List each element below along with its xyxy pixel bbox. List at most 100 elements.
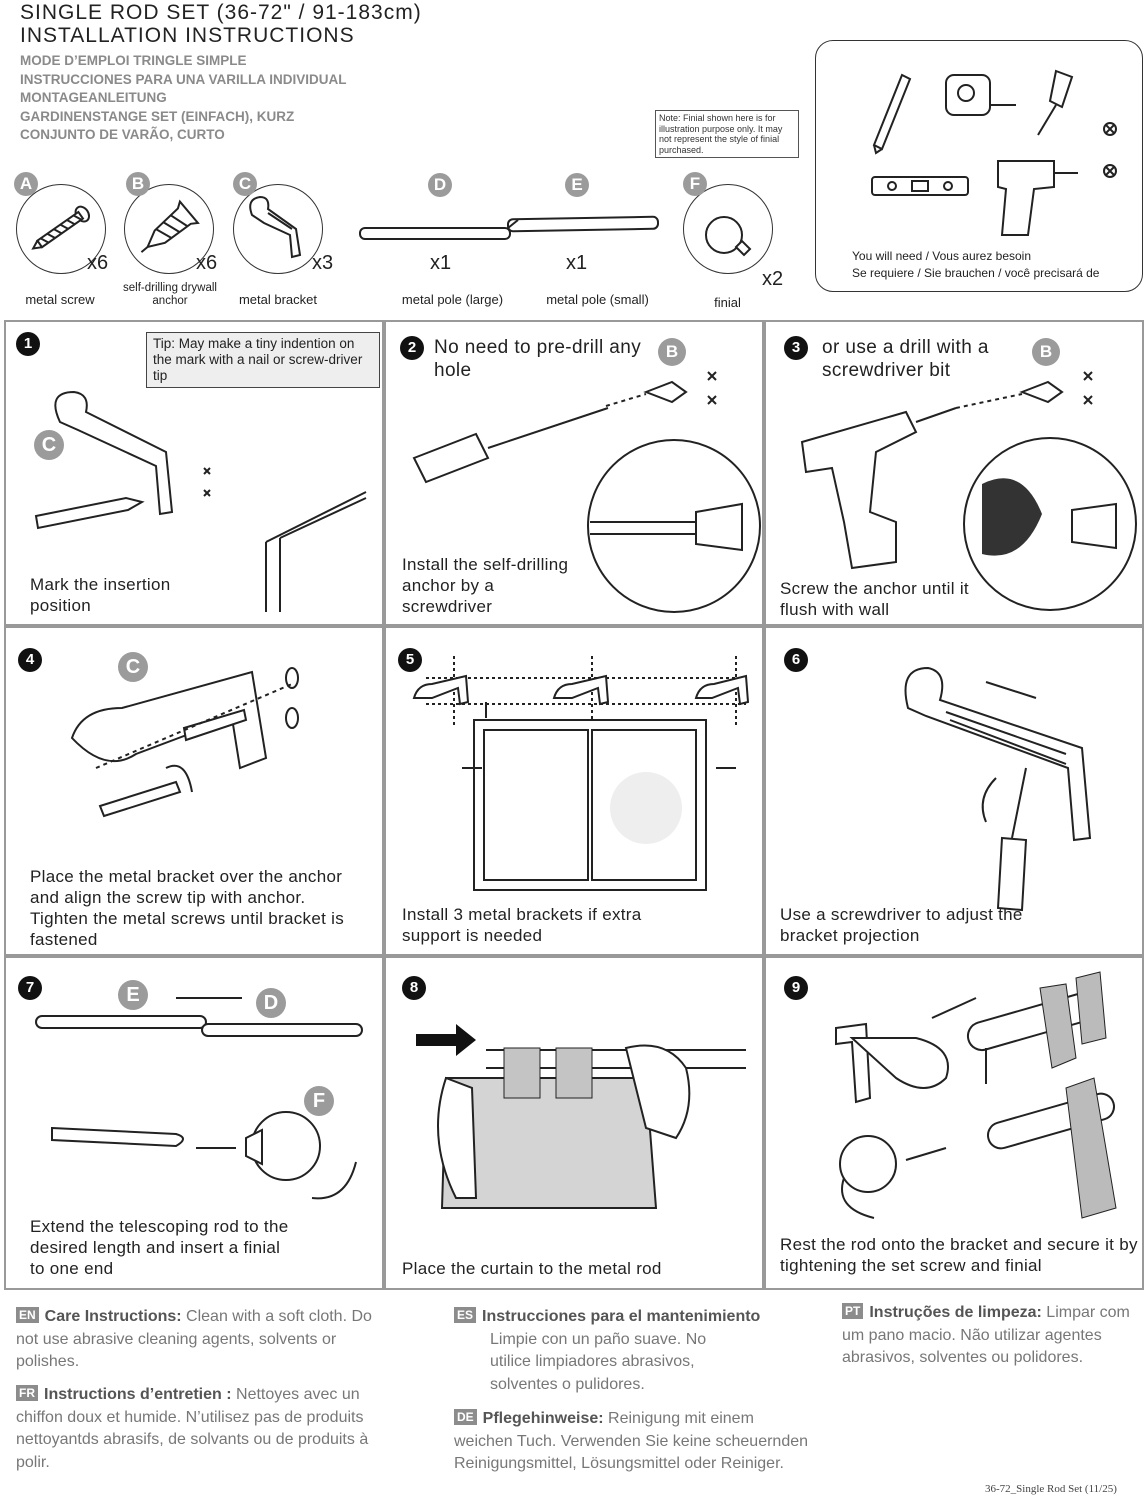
drill-icon bbox=[997, 160, 1117, 236]
finial-image bbox=[683, 184, 773, 274]
title-line2: INSTALLATION INSTRUCTIONS bbox=[20, 24, 355, 47]
step-9-panel: 9 Rest the rod onto the bracket and secu… bbox=[764, 956, 1144, 1290]
care-es-text: Limpie con un paño suave. No utilice lim… bbox=[490, 1330, 707, 1393]
finial-note: Note: Finial shown here is for illustrat… bbox=[655, 110, 799, 158]
tools-text: You will need / Vous aurez besoin Se req… bbox=[852, 248, 1099, 282]
step-7-tag-f: F bbox=[304, 1086, 334, 1116]
care-de-title: Pflegehinweise: bbox=[482, 1410, 604, 1427]
step-3-header: or use a drill with a screwdriver bit bbox=[822, 337, 989, 381]
part-qty-b: x6 bbox=[196, 252, 218, 274]
title-line1: SINGLE ROD SET (36-72" / 91-183cm) bbox=[20, 1, 422, 24]
step-4-panel: 4 C Place the metal bracket over the anc… bbox=[4, 626, 384, 956]
step-7-panel: 7 E D F Extend the telescoping rod to th… bbox=[4, 956, 384, 1290]
step-2-illustration bbox=[412, 371, 761, 613]
part-label-a: metal screw bbox=[25, 292, 95, 307]
part-label-f: finial bbox=[714, 295, 741, 310]
care-de: DE Pflegehinweise: Reinigung mit einem we… bbox=[454, 1408, 814, 1476]
subtitle-es: INSTRUCCIONES PARA UNA VARILLA INDIVIDUA… bbox=[20, 71, 347, 87]
part-badge-a: A bbox=[14, 172, 38, 196]
tools-line2: Se requiere / Sie brauchen / você precis… bbox=[852, 266, 1100, 280]
step-2-header: No need to pre-drill any hole bbox=[434, 337, 642, 381]
part-label-e: metal pole (small) bbox=[546, 292, 649, 307]
care-es-title: Instrucciones para el mantenimiento bbox=[482, 1308, 761, 1325]
step-number-4: 4 bbox=[18, 648, 42, 672]
care-de-text: Reinigung mit einem weichen Tuch. Verwen… bbox=[454, 1410, 809, 1472]
step-number-5: 5 bbox=[398, 648, 422, 672]
step-9-illustration bbox=[835, 971, 1117, 1219]
subtitle-pt: CONJUNTO DE VARÃO, CURTO bbox=[20, 127, 225, 142]
part-badge-f: F bbox=[683, 172, 707, 196]
step-4-illustration bbox=[70, 667, 299, 818]
step-1-caption: Mark the insertion position bbox=[30, 575, 171, 615]
part-badge-c: C bbox=[233, 172, 257, 196]
care-es: ES Instrucciones para el mantenimiento Li… bbox=[454, 1306, 814, 1396]
parts-list: A x6 metal screw B x6 self-drilling dryw… bbox=[0, 168, 800, 313]
care-pt-text: Limpar com um pano macio. Não utilizar a… bbox=[842, 1304, 1130, 1366]
step-9-caption: Rest the rod onto the bracket and secure… bbox=[780, 1235, 1138, 1275]
part-qty-c: x3 bbox=[312, 252, 334, 274]
lang-badge-en: EN bbox=[16, 1307, 39, 1323]
step-6-panel: 6 Use a screwdriver to adjust the bracke… bbox=[764, 626, 1144, 956]
level-icon bbox=[871, 176, 969, 196]
part-qty-f: x2 bbox=[762, 268, 784, 290]
tools-line1: You will need / Vous aurez besoin bbox=[852, 249, 1032, 263]
step-7-illustration bbox=[35, 997, 363, 1200]
part-label-d: metal pole (large) bbox=[401, 292, 504, 307]
step-6-illustration bbox=[904, 666, 1092, 912]
step-2-tag-b: B bbox=[658, 338, 686, 366]
subtitle-de-short: GARDINENSTANGE SET (EINFACH), KURZ bbox=[20, 108, 295, 124]
part-qty-e: x1 bbox=[566, 252, 588, 274]
step-number-9: 9 bbox=[784, 976, 808, 1000]
subtitle-de: MONTAGEANLEITUNG bbox=[20, 90, 167, 105]
step-number-2: 2 bbox=[400, 336, 424, 360]
metal-screw-image bbox=[16, 184, 106, 274]
care-fr: FR Instructions d’entretien : Nettoyes av… bbox=[16, 1384, 376, 1474]
step-5-panel: 5 Install 3 metal brackets if extra supp… bbox=[384, 626, 764, 956]
step-3-tag-b: B bbox=[1032, 338, 1060, 366]
step-number-3: 3 bbox=[784, 336, 808, 360]
step-number-6: 6 bbox=[784, 648, 808, 672]
step-1-panel: 1 Tip: May make a tiny indention on the … bbox=[4, 320, 384, 626]
part-qty-d: x1 bbox=[430, 252, 452, 274]
step-2-caption: Install the self-drilling anchor by a sc… bbox=[402, 555, 569, 616]
part-badge-b: B bbox=[126, 172, 150, 196]
care-en-text: Clean with a soft cloth. Do not use abra… bbox=[16, 1308, 372, 1370]
subtitle-fr: MODE D’EMPLOI TRINGLE SIMPLE bbox=[20, 53, 247, 68]
step-8-caption: Place the curtain to the metal rod bbox=[402, 1259, 662, 1278]
care-fr-text: Nettoyes avec un chiffon doux et humide.… bbox=[16, 1386, 369, 1471]
care-fr-title: Instructions d’entretien : bbox=[44, 1386, 232, 1403]
step-number-8: 8 bbox=[402, 976, 426, 1000]
step-6-caption: Use a screwdriver to adjust the bracket … bbox=[780, 905, 1023, 945]
part-badge-d: D bbox=[428, 173, 452, 197]
part-label-b: self-drilling drywall anchor bbox=[123, 282, 217, 307]
translated-titles: MODE D’EMPLOI TRINGLE SIMPLE INSTRUCCION… bbox=[20, 52, 347, 145]
step-7-caption: Extend the telescoping rod to the desire… bbox=[30, 1217, 289, 1278]
metal-bracket-image bbox=[233, 184, 323, 274]
step-1-tag-c: C bbox=[34, 430, 64, 460]
care-en-title: Care Instructions: bbox=[44, 1308, 182, 1325]
step-7-tag-d: D bbox=[256, 988, 286, 1018]
footer-code: 36-72_Single Rod Set (11/25) bbox=[985, 1483, 1117, 1495]
lang-badge-pt: PT bbox=[842, 1303, 864, 1319]
tools-box: You will need / Vous aurez besoin Se req… bbox=[815, 40, 1143, 292]
step-8-illustration bbox=[416, 1024, 746, 1209]
step-3-illustration bbox=[800, 371, 1137, 611]
step-3-panel: 3 or use a drill with a screwdriver bit … bbox=[764, 320, 1144, 626]
step-5-illustration bbox=[412, 656, 750, 891]
part-label-c: metal bracket bbox=[238, 292, 318, 307]
step-5-caption: Install 3 metal brackets if extra suppor… bbox=[402, 905, 642, 945]
step-7-tag-e: E bbox=[118, 980, 148, 1010]
step-3-caption: Screw the anchor until it flush with wal… bbox=[780, 579, 969, 619]
step-1-illustration bbox=[34, 390, 367, 612]
screwdriver-icon bbox=[1037, 69, 1117, 136]
tape-measure-icon bbox=[945, 74, 1016, 116]
step-number-7: 7 bbox=[18, 976, 42, 1000]
lang-badge-de: DE bbox=[454, 1409, 477, 1425]
care-en: EN Care Instructions: Clean with a soft c… bbox=[16, 1306, 376, 1374]
drywall-anchor-image bbox=[124, 184, 214, 274]
step-number-1: 1 bbox=[16, 332, 40, 356]
lang-badge-es: ES bbox=[454, 1307, 477, 1323]
lang-badge-fr: FR bbox=[16, 1385, 38, 1401]
step-4-caption: Place the metal bracket over the anchor … bbox=[30, 867, 345, 949]
